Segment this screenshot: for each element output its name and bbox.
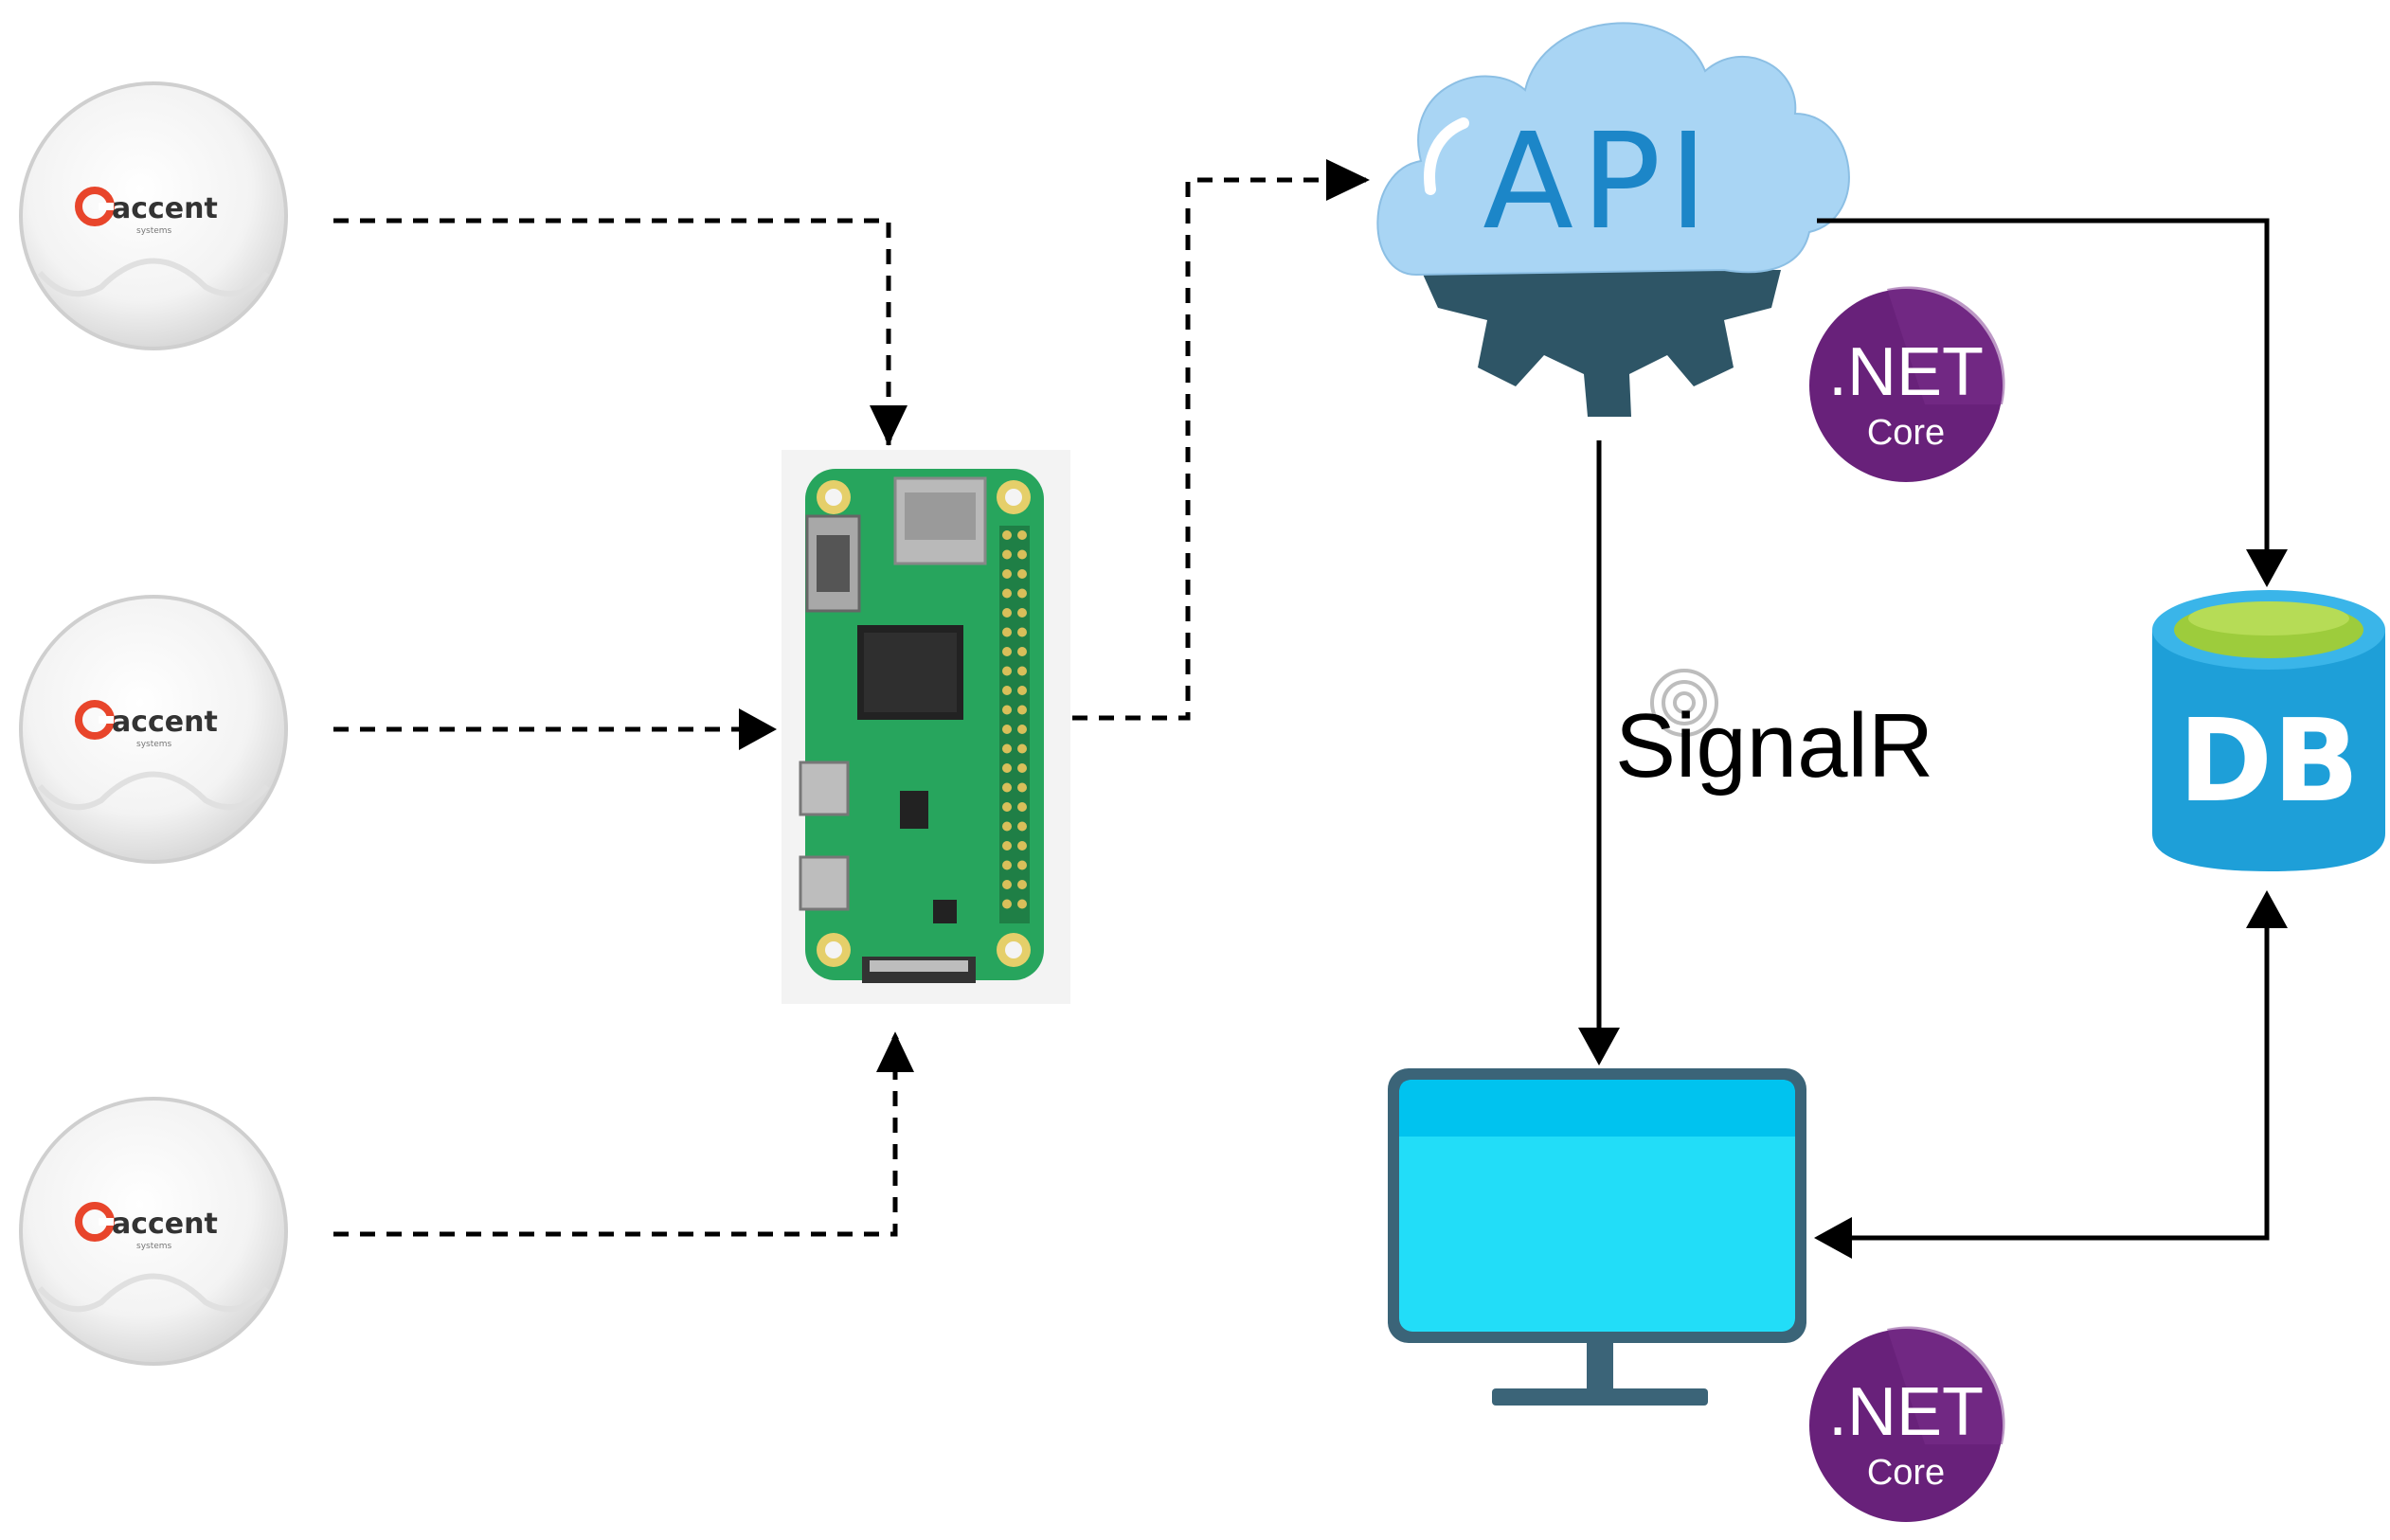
gpio-pin [1017, 666, 1027, 676]
gpio-pin [1002, 608, 1012, 618]
gpio-pin [1017, 686, 1027, 695]
gpio-pin [1002, 549, 1012, 560]
sensor-sub-label: systems [136, 226, 172, 236]
gpio-pin [1002, 743, 1012, 754]
gpio-pin [1002, 627, 1012, 637]
solid-arrowheads [1578, 549, 2288, 1259]
api-label: API [1483, 105, 1715, 260]
gpio-pin [1017, 725, 1027, 734]
gpio-pin [1017, 880, 1027, 889]
gpio-pin [1017, 549, 1027, 560]
dotnet-sub-label: Core [1867, 413, 1945, 453]
cloud-api-icon: API [1376, 22, 1850, 417]
gpio-pin [1002, 763, 1012, 773]
gpio-pin [1002, 705, 1012, 715]
connector-board-to-api [1072, 176, 1367, 721]
dotnet-main-label: .NET [1828, 334, 1984, 410]
gpio-pin [1017, 802, 1027, 812]
gpio-pins [1002, 530, 1027, 909]
gpio-pin [1002, 782, 1012, 793]
gpio-pin [1017, 588, 1027, 599]
gpio-pin [1017, 841, 1027, 851]
gpio-pin [1017, 782, 1027, 793]
gpio-pin [1017, 899, 1027, 909]
dotnet-core-badge-1: .NET Core [1809, 286, 2005, 482]
connector-api-to-db [1817, 218, 2270, 559]
gpio-pin [1002, 530, 1012, 540]
gpio-pin [1017, 647, 1027, 656]
dashed-connectors [333, 176, 1367, 1237]
dotnet-core-logo [1809, 1326, 2005, 1522]
gpio-pin [1002, 588, 1012, 599]
gpio-pin [1002, 569, 1012, 579]
signalr-label: SignalR [1615, 695, 1933, 797]
gpio-pin [1002, 821, 1012, 832]
gpio-pin [1017, 705, 1027, 715]
sensor-brand-label: accent [112, 706, 218, 739]
gpio-pin [1017, 763, 1027, 773]
connector-db-monitor-bidirectional [1847, 928, 2270, 1241]
dotnet-core-logo [1809, 286, 2005, 482]
sensor-brand-label: accent [112, 1208, 218, 1241]
signal-icon [1650, 669, 1718, 737]
gear-icon [1421, 270, 1781, 417]
dotnet-main-label: .NET [1828, 1374, 1984, 1450]
gpio-pin [1002, 725, 1012, 734]
gpio-pin [1017, 608, 1027, 618]
gpio-pin [1017, 627, 1027, 637]
solid-connectors [1596, 218, 2270, 1241]
connector-sensor1-to-board [333, 218, 892, 446]
gpio-pin [1017, 530, 1027, 540]
sensor-brand-label: accent [112, 192, 218, 225]
gpio-pin [1017, 743, 1027, 754]
sensor-device-icon [75, 700, 115, 740]
sensor-device-icon [75, 187, 115, 226]
gpio-pin [1002, 841, 1012, 851]
gpio-pin [1002, 802, 1012, 812]
sensor-device-2: accent systems [19, 595, 288, 864]
dotnet-sub-label: Core [1867, 1453, 1945, 1493]
sensor-device-1: accent systems [19, 81, 288, 350]
db-label: DB [2178, 696, 2359, 828]
gpio-pin [1002, 899, 1012, 909]
gpio-pin [1002, 880, 1012, 889]
sensor-sub-label: systems [136, 740, 172, 749]
sensor-device-3: accent systems [19, 1097, 288, 1366]
gpio-pin [1002, 686, 1012, 695]
sensor-sub-label: systems [136, 1242, 172, 1251]
gpio-pin [1017, 821, 1027, 832]
dotnet-core-badge-2: .NET Core [1809, 1326, 2005, 1522]
gpio-pin [1002, 860, 1012, 870]
dashed-arrowheads [739, 159, 1370, 1072]
gpio-pin [1017, 569, 1027, 579]
gpio-pin [1017, 860, 1027, 870]
connector-sensor3-to-board [333, 1031, 899, 1237]
gpio-pin [1002, 666, 1012, 676]
sensor-device-icon [75, 1202, 115, 1242]
gpio-pin [1002, 647, 1012, 656]
database-icon: DB [2152, 590, 2385, 871]
raspberry-pi-board-icon [782, 450, 1070, 1004]
monitor-icon [1388, 1068, 1806, 1406]
signalr-label-group: SignalR [1615, 669, 1933, 797]
